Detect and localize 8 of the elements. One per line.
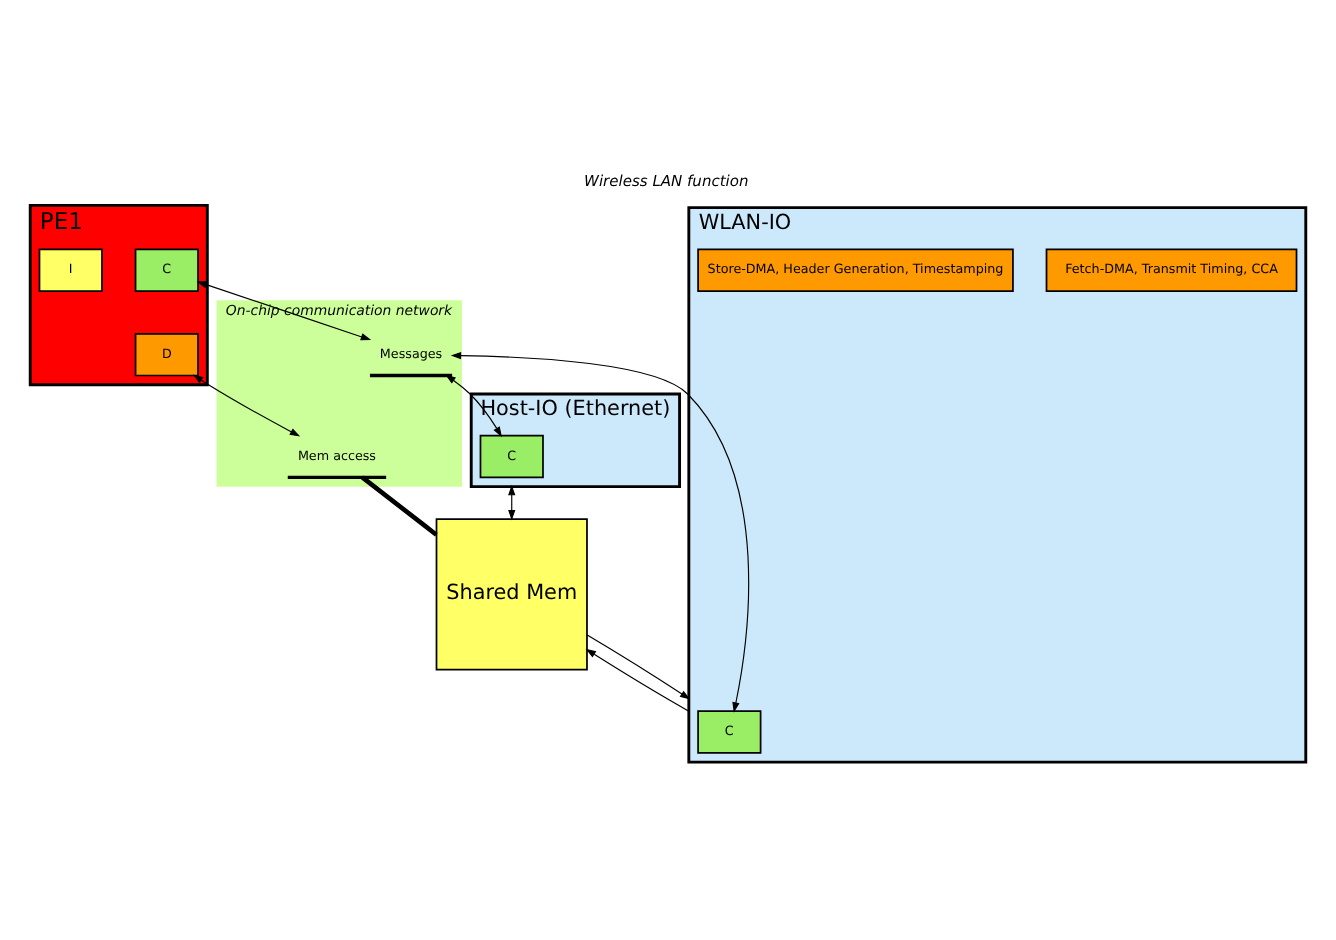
arrow (196, 280, 372, 340)
arrow (585, 647, 690, 711)
node-box: Shared Mem (435, 517, 588, 670)
arrow (192, 373, 301, 436)
arrow (445, 373, 502, 437)
arrow (450, 351, 750, 712)
arrow (586, 633, 691, 699)
connector (360, 474, 438, 536)
